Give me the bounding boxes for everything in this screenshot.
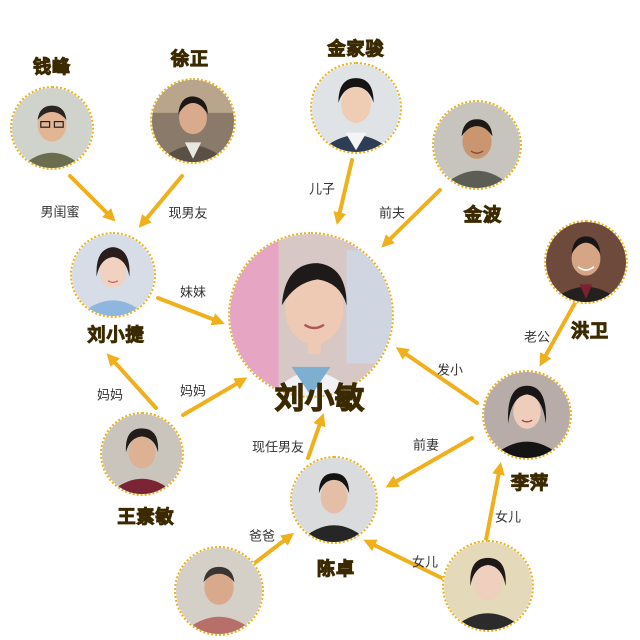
portrait-liu-xiaojie <box>70 232 156 318</box>
portrait-xu-zheng-image <box>152 80 234 162</box>
name-wang-sumin: 王素敏 <box>117 507 175 529</box>
portrait-daughter-image <box>444 542 532 630</box>
label-current-boyfriend-2: 现任男友 <box>251 440 305 456</box>
name-liu-xiaomin: 刘小敏 <box>274 380 366 415</box>
label-childhood-friend: 发小 <box>436 363 464 379</box>
name-xu-zheng: 徐正 <box>171 49 209 71</box>
name-jin-jiajun: 金家骏 <box>327 39 385 61</box>
portrait-chen-zhuo-father-image <box>176 548 262 634</box>
label-father: 爸爸 <box>248 529 276 545</box>
portrait-chen-zhuo <box>290 456 378 544</box>
portrait-liu-xiaojie-image <box>72 234 154 316</box>
portrait-wang-sumin-image <box>102 414 182 494</box>
portrait-jin-bo <box>432 100 522 190</box>
arrow-daughter-to-chenzhuo <box>363 539 452 584</box>
portrait-xu-zheng <box>150 78 236 164</box>
arrow-daughter-to-liping <box>484 461 505 542</box>
label-mother-center: 妈妈 <box>179 384 207 400</box>
label-son: 儿子 <box>308 182 336 198</box>
name-liu-xiaojie: 刘小捷 <box>87 325 145 347</box>
portrait-jin-bo-image <box>434 102 520 188</box>
label-current-boyfriend: 现男友 <box>168 206 208 222</box>
arrow-xuzheng-to-xiaojie <box>138 174 184 228</box>
portrait-chen-zhuo-father <box>174 546 264 636</box>
label-male-bestie: 男闺蜜 <box>40 205 80 221</box>
label-sister: 妹妹 <box>179 285 207 301</box>
arrow-sumin-to-xiaojie <box>106 353 158 410</box>
arrow-jiajun-to-xiaomin <box>333 158 354 225</box>
portrait-daughter <box>442 540 534 632</box>
portrait-qian-feng <box>10 86 94 170</box>
arrow-chenzhuo-to-xiaomin <box>306 413 326 460</box>
arrow-jinbo-to-xiaomin <box>381 188 442 248</box>
name-chen-zhuo: 陈卓 <box>317 559 355 581</box>
label-husband: 老公 <box>523 330 551 346</box>
arrow-xiaojie-to-xiaomin <box>156 296 225 326</box>
label-ex-husband: 前夫 <box>378 206 406 222</box>
portrait-hong-wei <box>544 220 628 304</box>
name-li-ping: 李萍 <box>511 473 549 495</box>
arrow-liping-to-chenzhuo <box>385 436 474 488</box>
portrait-qian-feng-image <box>12 88 92 168</box>
portrait-jin-jiajun-image <box>312 64 400 152</box>
arrow-hongwei-to-liping <box>539 301 577 367</box>
arrow-qianfeng-to-xiaojie <box>68 174 116 222</box>
name-qian-feng: 钱峰 <box>33 57 71 79</box>
portrait-jin-jiajun <box>310 62 402 154</box>
name-jin-bo: 金波 <box>464 205 502 227</box>
portrait-liu-xiaomin-image <box>230 234 392 396</box>
portrait-chen-zhuo-image <box>292 458 376 542</box>
portrait-liu-xiaomin <box>228 232 394 398</box>
portrait-li-ping-image <box>484 372 570 458</box>
portrait-wang-sumin <box>100 412 184 496</box>
portrait-li-ping <box>482 370 572 460</box>
label-daughter-2: 女儿 <box>494 510 522 526</box>
label-mother-left: 妈妈 <box>96 388 124 404</box>
label-daughter-1: 女儿 <box>411 555 439 571</box>
name-hong-wei: 洪卫 <box>571 321 609 343</box>
label-ex-wife: 前妻 <box>412 438 440 454</box>
portrait-hong-wei-image <box>546 222 626 302</box>
arrow-liping-to-xiaomin <box>395 347 479 405</box>
